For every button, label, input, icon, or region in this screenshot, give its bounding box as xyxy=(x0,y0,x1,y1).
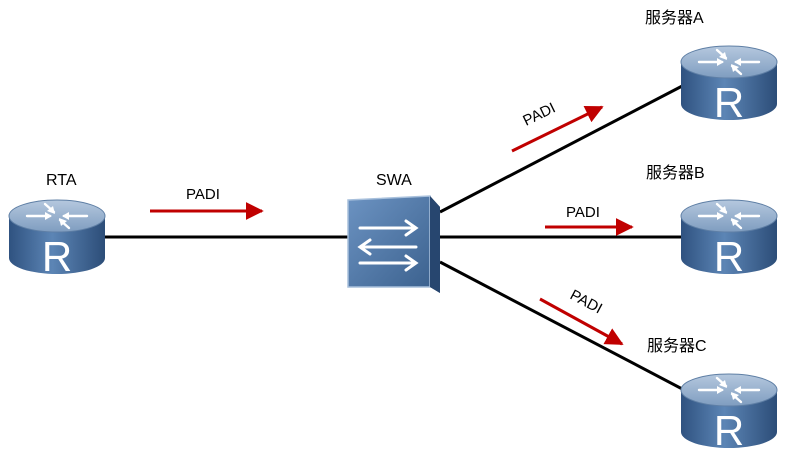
padi-arrow-swa-c xyxy=(539,297,624,346)
padi-arrow-swa-a xyxy=(511,105,604,153)
server-b-router[interactable]: R xyxy=(679,198,779,280)
server-b-label: 服务器B xyxy=(646,164,705,182)
padi-label-swa-b: PADI xyxy=(566,204,600,221)
links xyxy=(104,81,689,394)
padi-label-swa-c: PADI xyxy=(567,287,605,318)
swa-switch[interactable] xyxy=(347,195,440,293)
link-swa-server-c xyxy=(439,260,689,394)
server-b-glyph: R xyxy=(714,233,744,280)
rta-router[interactable]: R xyxy=(7,198,107,280)
padi-label-swa-a: PADI xyxy=(520,99,558,129)
server-a-label: 服务器A xyxy=(645,9,704,27)
server-a-glyph: R xyxy=(714,79,744,126)
server-c-glyph: R xyxy=(714,407,744,454)
switch-icon xyxy=(357,219,419,272)
rta-router-glyph: R xyxy=(42,233,72,280)
rta-label: RTA xyxy=(46,172,77,189)
padi-arrows xyxy=(150,105,634,346)
server-c-router[interactable]: R xyxy=(679,372,779,454)
server-c-label: 服务器C xyxy=(647,337,707,355)
swa-label: SWA xyxy=(376,172,412,189)
server-a-router[interactable]: R xyxy=(679,44,779,126)
padi-label-rta-swa: PADI xyxy=(186,186,220,203)
link-swa-server-a xyxy=(439,81,689,214)
